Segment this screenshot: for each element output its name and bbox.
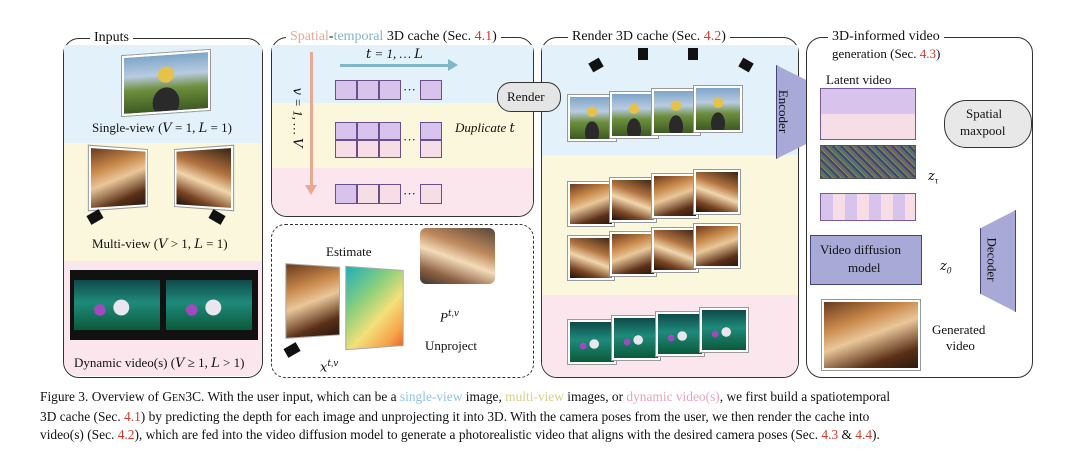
cache-cube xyxy=(357,184,379,204)
render-frame xyxy=(610,232,656,276)
inputs-title: Inputs xyxy=(90,30,133,46)
dynamic-video-label: Dynamic video(s) (𝑉 ≥ 1, 𝐿 > 1) xyxy=(74,355,245,370)
video-diffusion-line2: model xyxy=(848,260,881,275)
point-cloud-label: P𝑡,𝑣 xyxy=(440,308,459,325)
render-frame xyxy=(568,182,614,226)
render-frame xyxy=(568,236,614,280)
spatial-maxpool-line2: maxpool xyxy=(960,123,1006,138)
z-0-label: 𝑧0 xyxy=(940,258,952,276)
render-frame xyxy=(568,320,616,364)
render-label-box xyxy=(497,82,561,112)
cache-cube xyxy=(379,140,401,158)
render-frame xyxy=(610,92,658,138)
render-title: Render 3D cache (Sec. 4.2) xyxy=(568,29,730,45)
noise-block xyxy=(820,145,916,179)
video-diffusion-box xyxy=(810,235,922,285)
cache-cube xyxy=(357,122,379,140)
z-tau-label: 𝑧τ xyxy=(928,168,939,186)
render-frame xyxy=(652,89,700,135)
camera-icon xyxy=(688,48,698,60)
generated-video-frame xyxy=(822,300,920,370)
cache-blue-band xyxy=(272,45,533,103)
cache-ellipsis: ··· xyxy=(403,82,416,97)
t-axis-arrow xyxy=(340,64,450,67)
render-frame xyxy=(610,178,656,222)
render-frame xyxy=(568,95,616,141)
cache-cube xyxy=(379,122,401,140)
single-view-image xyxy=(122,49,210,117)
multi-view-image-left xyxy=(88,145,148,211)
render-frame xyxy=(652,228,698,272)
figure-caption: Figure 3. Overview of GEN3C. With the us… xyxy=(40,388,1050,444)
cache-cube xyxy=(379,80,401,100)
estimate-panel xyxy=(271,224,534,378)
render-frame xyxy=(700,308,748,352)
cache-ellipsis: ··· xyxy=(403,132,416,147)
duplicate-label: Duplicate 𝑡 xyxy=(455,120,515,135)
cache-title: Spatial-temporal 3D cache (Sec. 4.1) xyxy=(286,29,501,45)
estimate-label: Estimate xyxy=(326,244,372,259)
cache-cube xyxy=(420,80,442,100)
cache-cube xyxy=(335,184,357,204)
single-view-label: Single-view (𝑉 = 1, 𝐿 = 1) xyxy=(92,120,232,135)
render-frame xyxy=(612,316,660,360)
unproject-label: Unproject xyxy=(425,338,477,353)
caption-line-1: Figure 3. Overview of GEN3C. With the us… xyxy=(40,389,891,404)
spatial-maxpool-box xyxy=(944,100,1032,148)
cache-cube xyxy=(335,140,357,158)
t-axis-arrowhead xyxy=(448,59,458,71)
cache-cube xyxy=(420,140,442,158)
cache-cube xyxy=(357,80,379,100)
v-axis-label: 𝑣 = 1, … 𝑉 xyxy=(290,87,306,148)
cache-cube xyxy=(357,140,379,158)
video-diffusion-line1: Video diffusion xyxy=(820,242,901,257)
v-axis-arrowhead xyxy=(305,185,317,195)
pooled-latent-block xyxy=(820,193,916,221)
multi-view-label: Multi-view (𝑉 > 1, 𝐿 = 1) xyxy=(92,236,228,251)
generation-title-1: 3D-informed video xyxy=(828,29,944,45)
generation-title-2: generation (Sec. 4.3) xyxy=(832,46,941,61)
input-frame-image xyxy=(285,263,340,339)
frame-x-label: 𝑥𝑡,𝑣 xyxy=(320,358,339,375)
cache-yellow-band xyxy=(272,103,533,168)
latent-video-block xyxy=(820,88,916,140)
caption-line-2: 3D cache (Sec. 4.1) by predicting the de… xyxy=(40,409,870,424)
depth-map-image xyxy=(345,265,404,351)
v-axis-arrow xyxy=(310,52,313,187)
cache-cube xyxy=(420,184,442,204)
cache-cube xyxy=(379,184,401,204)
render-frame xyxy=(694,170,740,214)
latent-video-label: Latent video xyxy=(826,72,892,87)
cache-cube xyxy=(335,122,357,140)
encoder-label: Encoder xyxy=(776,89,792,134)
multi-view-image-right xyxy=(174,145,234,211)
render-frame xyxy=(694,224,740,268)
caption-line-3: video(s) (Sec. 4.2), which are fed into … xyxy=(40,427,880,442)
decoder-label: Decoder xyxy=(984,237,1000,282)
cache-cube xyxy=(335,80,357,100)
render-frame xyxy=(656,312,704,356)
generated-label-1: Generated xyxy=(932,322,986,337)
generated-label-2: video xyxy=(946,338,975,353)
decoder-block xyxy=(980,210,1016,312)
t-axis-label: 𝑡 = 1, … 𝐿 xyxy=(366,46,423,61)
render-frame xyxy=(652,174,698,218)
cache-ellipsis: ··· xyxy=(403,186,416,201)
render-label: Render xyxy=(507,89,545,104)
point-cloud-image xyxy=(420,228,495,284)
render-frame xyxy=(694,86,742,132)
camera-icon xyxy=(638,48,648,60)
cache-cube xyxy=(420,122,442,140)
spatial-maxpool-line1: Spatial xyxy=(966,106,1003,121)
dynamic-frame-2 xyxy=(166,280,252,330)
dynamic-frame-1 xyxy=(74,280,160,330)
